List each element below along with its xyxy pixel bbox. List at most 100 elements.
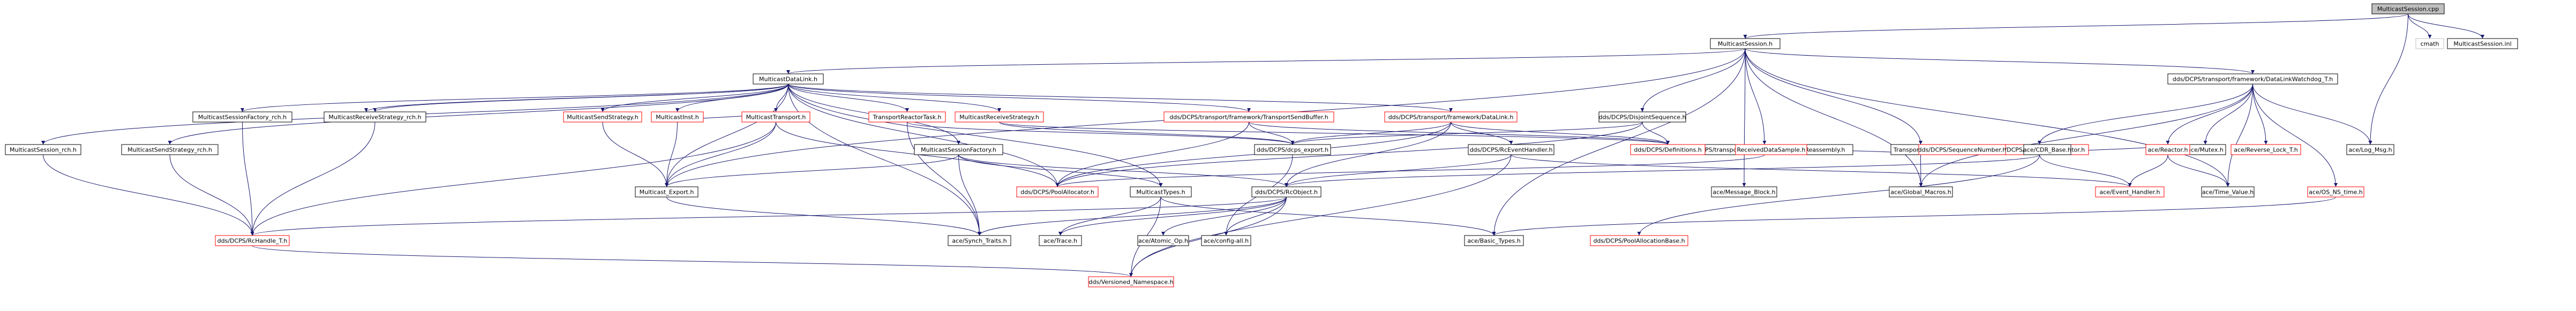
node-dlh[interactable]: dds/DCPS/transport/framework/DataLink.h <box>1384 111 1518 123</box>
node-pab[interactable]: dds/DCPS/PoolAllocationBase.h <box>1590 235 1688 246</box>
node-label-amutex: ace/Mutex.h <box>2187 147 2224 154</box>
edge-tsb-to-defs <box>1249 122 1670 145</box>
node-rch[interactable]: dds/DCPS/RcHandle_T.h <box>215 235 290 246</box>
node-alog[interactable]: ace/Log_Msg.h <box>2346 144 2394 155</box>
node-box-mtr <box>741 111 810 123</box>
edge-mdl-to-msfrch <box>241 84 788 112</box>
node-box-mcpp <box>2371 3 2445 14</box>
edge-mssrch-to-rch <box>169 154 254 236</box>
node-label-rcev: dds/DCPS/RcEventHandler.h <box>1470 147 1553 154</box>
edge-mdl-to-mrsrch <box>373 84 788 112</box>
edge-reactor-to-atv <box>2167 154 2230 187</box>
node-dseq[interactable]: dds/DCPS/DisjointSequence.h <box>1598 111 1686 123</box>
node-seqn[interactable]: dds/DCPS/SequenceNumber.h <box>1918 144 2007 155</box>
node-msinl[interactable]: MulticastSession.inl <box>2447 38 2518 49</box>
edge-mtypes-to-abt <box>1160 196 1496 236</box>
node-box-acfg <box>1201 235 1251 246</box>
edge-msh-to-dlwd <box>1745 48 2255 74</box>
node-trt[interactable]: TransportReactorTask.h <box>868 111 946 123</box>
node-cmath[interactable]: cmath <box>2415 38 2444 49</box>
node-mrs[interactable]: MulticastReceiveStrategy.h <box>955 111 1044 123</box>
edge-tra-to-palloc <box>1055 154 1765 187</box>
node-dexp[interactable]: dds/DCPS/dcps_export.h <box>1254 144 1331 155</box>
node-label-amsgb: ace/Message_Block.h <box>1713 189 1775 196</box>
node-label-acfg: ace/config-all.h <box>1204 238 1249 245</box>
node-label-minst: MulticastInst.h <box>656 114 699 121</box>
node-label-vns: dds/Versioned_Namespace.h <box>1088 279 1173 286</box>
node-box-msinl <box>2447 38 2518 49</box>
node-box-trt <box>868 111 946 123</box>
node-mcpp[interactable]: MulticastSession.cpp <box>2371 3 2445 14</box>
node-box-rch <box>215 235 290 246</box>
edge-dlh-to-rcev <box>1451 122 1513 145</box>
node-box-vns <box>1088 276 1174 287</box>
node-arev[interactable]: ace/Reverse_Lock_T.h <box>2230 144 2301 155</box>
edge-msh-to-thdr <box>1745 48 1922 145</box>
node-abt[interactable]: ace/Basic_Types.h <box>1464 235 1524 246</box>
node-palloc[interactable]: dds/DCPS/PoolAllocator.h <box>1016 186 1099 198</box>
node-aos[interactable]: ace/OS_NS_time.h <box>2307 186 2364 198</box>
node-box-seqn <box>1918 144 2006 155</box>
node-mdl[interactable]: MulticastDataLink.h <box>753 73 824 85</box>
node-box-arev <box>2230 144 2301 155</box>
node-amsgb[interactable]: ace/Message_Block.h <box>1711 186 1777 198</box>
node-label-cdrb: ace/CDR_Base.h <box>2023 147 2071 154</box>
edge-mcpp-to-msh <box>1743 13 2408 39</box>
node-mtr[interactable]: MulticastTransport.h <box>741 111 810 123</box>
node-label-dseq: dds/DCPS/DisjointSequence.h <box>1599 114 1686 121</box>
node-atv[interactable]: ace/Time_Value.h <box>2201 186 2255 198</box>
edge-msh-to-abt <box>1492 48 1746 236</box>
node-mexp[interactable]: Multicast_Export.h <box>635 186 699 198</box>
node-mslrch[interactable]: MulticastSession_rch.h <box>5 144 81 155</box>
edge-mdl-to-mrs <box>788 84 1001 112</box>
node-label-dlh: dds/DCPS/transport/framework/DataLink.h <box>1388 114 1514 121</box>
edge-dlwd-to-alog <box>2252 84 2372 145</box>
node-minst[interactable]: MulticastInst.h <box>651 111 704 123</box>
node-rsamp[interactable]: ReceivedDataSample.h <box>1735 144 1807 155</box>
node-label-atrace: ace/Trace.h <box>1043 238 1077 245</box>
node-box-aevh <box>2095 186 2165 198</box>
node-sync[interactable]: ace/Synch_Traits.h <box>948 235 1011 246</box>
node-atrace[interactable]: ace/Trace.h <box>1039 235 1082 246</box>
node-reactor[interactable]: ace/Reactor.h <box>2145 144 2190 155</box>
edge-trt-to-sync <box>907 122 981 236</box>
node-rco[interactable]: dds/DCPS/RcObject.h <box>1251 186 1321 198</box>
node-label-alog: ace/Log_Msg.h <box>2348 147 2392 154</box>
edge-dlwd-to-aos <box>2252 84 2338 187</box>
node-amutex[interactable]: ace/Mutex.h <box>2184 144 2226 155</box>
node-box-msfrch <box>192 111 292 123</box>
node-label-defs: dds/DCPS/Definitions.h <box>1634 147 1701 154</box>
edge-mcpp-to-cmath <box>2408 13 2432 39</box>
edge-dseq-to-palloc <box>1055 122 1643 187</box>
node-tsb[interactable]: dds/DCPS/transport/framework/TransportSe… <box>1163 111 1334 123</box>
node-label-sync: ace/Synch_Traits.h <box>952 238 1007 245</box>
node-acfg[interactable]: ace/config-all.h <box>1201 235 1251 246</box>
node-mssrch[interactable]: MulticastSendStrategy_rch.h <box>121 144 219 155</box>
edge-mdl-to-dlh <box>788 84 1453 112</box>
edge-dlwd-to-agm <box>1919 84 2253 187</box>
edge-mtr-to-rch <box>250 122 776 236</box>
edge-mdl-to-trt <box>788 84 909 112</box>
node-msfrch[interactable]: MulticastSessionFactory_rch.h <box>192 111 292 123</box>
node-defs[interactable]: dds/DCPS/Definitions.h <box>1630 144 1706 155</box>
edge-mdl-to-mtypes <box>788 84 1163 187</box>
node-aevh[interactable]: ace/Event_Handler.h <box>2095 186 2165 198</box>
node-msf[interactable]: MulticastSessionFactory.h <box>914 144 1003 155</box>
node-cdrb[interactable]: ace/CDR_Base.h <box>2023 144 2071 155</box>
node-box-sync <box>948 235 1011 246</box>
node-rcev[interactable]: dds/DCPS/RcEventHandler.h <box>1468 144 1554 155</box>
node-mrsrch[interactable]: MulticastReceiveStrategy_rch.h <box>324 111 426 123</box>
node-box-mrs <box>955 111 1044 123</box>
node-box-reactor <box>2145 144 2190 155</box>
node-mss[interactable]: MulticastSendStrategy.h <box>563 111 642 123</box>
node-agm[interactable]: ace/Global_Macros.h <box>1889 186 1953 198</box>
node-vns[interactable]: dds/Versioned_Namespace.h <box>1088 276 1174 287</box>
node-msh[interactable]: MulticastSession.h <box>1710 38 1781 49</box>
node-aatom[interactable]: ace/Atomic_Op.h <box>1137 235 1189 246</box>
edge-mrs-to-dexp <box>999 122 1295 145</box>
edge-mcpp-to-msinl <box>2408 13 2484 39</box>
node-dlwd[interactable]: dds/DCPS/transport/framework/DataLinkWat… <box>2167 73 2338 85</box>
node-box-dseq <box>1598 111 1686 123</box>
node-mtypes[interactable]: MulticastTypes.h <box>1130 186 1192 198</box>
node-box-aos <box>2307 186 2364 198</box>
